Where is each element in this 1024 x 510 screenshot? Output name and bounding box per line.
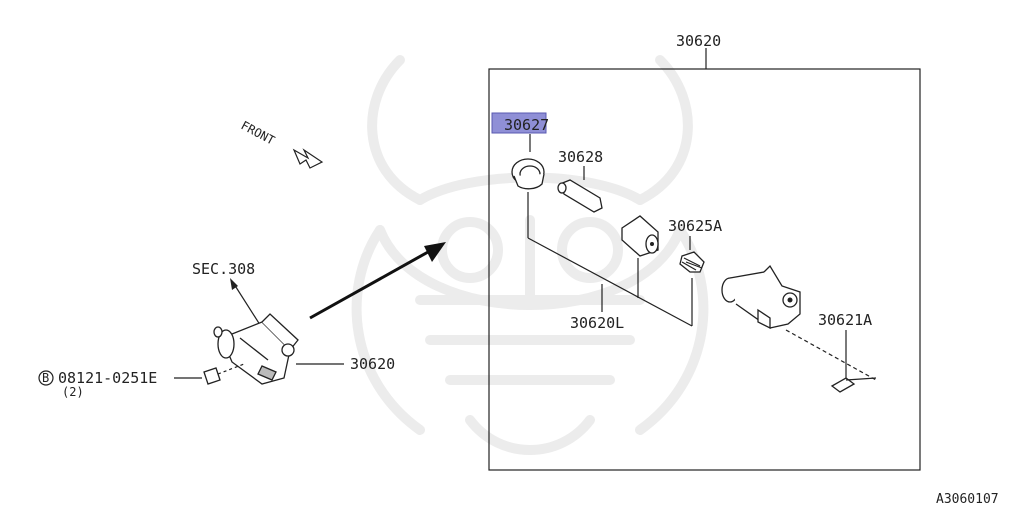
- sec-arrow: [230, 278, 263, 329]
- label-box-30620: 30620: [676, 32, 721, 50]
- front-label: FRONT: [239, 118, 277, 147]
- sec-308-label: SEC.308: [192, 260, 255, 278]
- part-30621a-bleeder: [830, 377, 877, 393]
- bolt-part: [203, 363, 245, 385]
- label-30627[interactable]: 30627: [504, 116, 549, 134]
- label-left-30620: 30620: [350, 355, 395, 373]
- highlight-30627: [491, 112, 547, 134]
- part-30627-seal: [511, 158, 545, 190]
- bolt-marker: B: [42, 371, 49, 385]
- part-30625a-spring: [679, 251, 705, 273]
- front-arrow-icon: [292, 148, 324, 169]
- detail-box: [488, 68, 921, 471]
- part-cylinder-body: [721, 264, 877, 381]
- label-30621a[interactable]: 30621A: [818, 311, 872, 329]
- label-bolt: 08121-0251E: [58, 369, 157, 387]
- kit-30620l-leaders: [527, 192, 693, 327]
- diagram-reference-code: A3060107: [936, 492, 999, 507]
- zoom-arrow: [309, 242, 446, 320]
- left-cylinder-assembly: [213, 313, 299, 385]
- bolt-marker-circle: [38, 370, 54, 386]
- front-indicator: FRONT: [239, 118, 324, 169]
- label-30625a[interactable]: 30625A: [668, 217, 722, 235]
- label-30628[interactable]: 30628: [558, 148, 603, 166]
- label-bolt-qty: (2): [62, 385, 84, 399]
- part-piston: [621, 215, 659, 257]
- part-30628-pushrod: [557, 179, 603, 213]
- label-30620l[interactable]: 30620L: [570, 314, 624, 332]
